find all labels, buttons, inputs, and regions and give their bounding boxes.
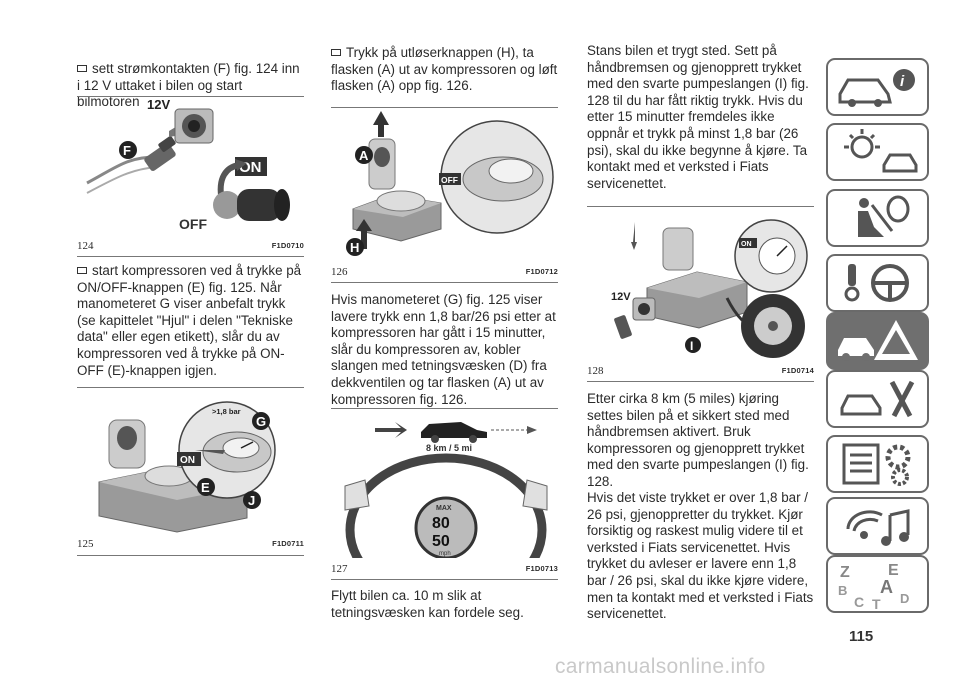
figure-number: 124 [77,240,94,252]
tab-car-info[interactable]: i [826,58,929,116]
instruction-step: Trykk på utløserknappen (H), ta flasken … [331,45,558,95]
tyre-inflation-illustration: ON 12V I [611,219,808,358]
figure-code: F1D0714 [781,366,814,375]
safety-airbag-icon [858,195,910,237]
index-letter: T [872,596,881,611]
paragraph: Hvis manometeret (G) fig. 125 viser lave… [331,292,556,407]
figure-caption: 128 F1D0714 [587,364,814,378]
emergency-icon [838,320,918,361]
speed-mph: 50 [432,533,450,550]
step-text: sett strømkontakten (F) fig. 124 inn i 1… [77,61,300,110]
tab-maintenance[interactable] [826,370,929,428]
divider [77,256,304,257]
divider [331,408,558,409]
tab-multimedia[interactable] [826,497,929,555]
compressor-gauge-illustration: >1,8 bar ON G E J [98,401,276,533]
figure-126: A OFF H [331,109,558,261]
starting-driving-icon [844,264,909,302]
instruction-step: sett strømkontakten (F) fig. 124 inn i 1… [77,61,304,111]
figure-caption: 125 F1D0711 [77,537,304,551]
divider [331,282,558,283]
index-letter: A [880,577,893,597]
car-info-icon: i [838,69,915,107]
index-icon: Z E B A C T D [838,562,909,612]
dashboard-lights-icon [844,129,918,173]
divider [587,206,814,207]
step-text: Trykk på utløserknappen (H), ta flasken … [331,45,558,94]
tab-index[interactable]: Z E B A C T D [826,555,929,613]
marker-e: E [201,480,210,495]
figure-128: ON 12V I [587,208,814,362]
tab-safety[interactable] [826,189,929,247]
speed-kmh: 80 [432,515,450,532]
off-label: OFF [441,175,458,185]
svg-text:i: i [900,73,905,90]
off-label: OFF [179,216,207,232]
figure-code: F1D0710 [271,241,304,250]
marker-g: G [256,414,266,429]
marker-j: J [248,493,255,508]
max-label: MAX [436,505,452,512]
figure-code: F1D0711 [272,539,304,548]
maintenance-icon [840,380,915,418]
figure-caption: 127 F1D0713 [331,562,558,576]
voltage-label: 12V [611,291,631,303]
marker-a: A [359,148,369,163]
paragraph: Hvis det viste trykket er over 1,8 bar /… [587,490,814,622]
figure-127: 8 km / 5 mi MAX 80 50 mph [331,410,558,607]
checkbox-bullet-icon [331,49,341,56]
divider [77,555,304,556]
index-letter: C [854,594,864,610]
voltage-label: 12V [147,97,170,112]
instruction-step: start kompressoren ved å trykke på ON/OF… [77,263,304,379]
figure-number: 127 [331,563,348,575]
page-number: 115 [849,628,874,645]
paragraph: Stans bilen et trygt sted. Sett på håndb… [587,43,809,191]
marker-h: H [350,240,359,255]
multimedia-icon [846,509,910,546]
socket-plug-illustration: 12V F ON OFF [86,97,290,232]
divider [331,107,558,108]
technical-data-icon [842,443,911,486]
driving-speed-illustration: 8 km / 5 mi MAX 80 50 mph [344,422,548,607]
divider [77,96,304,97]
tab-technical-data[interactable] [826,435,929,493]
pressure-label: >1,8 bar [212,407,241,416]
tab-dashboard-lights[interactable] [826,123,929,181]
on-label: ON [741,241,752,248]
figure-caption: 124 F1D0710 [77,239,304,253]
step-text: start kompressoren ved å trykke på ON/OF… [77,263,302,378]
figure-124: 12V F ON OFF [77,97,304,239]
figure-number: 128 [587,365,604,377]
index-letter: D [900,591,909,606]
figure-number: 125 [77,538,94,550]
bottle-removal-illustration: A OFF H [346,111,554,256]
index-letter: E [888,562,899,579]
tab-starting-driving[interactable] [826,254,929,312]
paragraph: Flytt bilen ca. 10 m slik at tetningsvæs… [331,588,524,620]
checkbox-bullet-icon [77,267,87,274]
index-letter: Z [840,564,850,581]
watermark: carmanualsonline.info [555,655,766,678]
divider [587,381,814,382]
checkbox-bullet-icon [77,65,87,72]
figure-code: F1D0713 [525,564,558,573]
index-letter: B [838,583,847,598]
marker-f: F [123,143,131,158]
on-label: ON [180,455,195,466]
paragraph: Etter cirka 8 km (5 miles) kjøring sette… [587,391,809,489]
speed-unit: mph [439,551,451,557]
tab-emergency[interactable] [826,312,929,370]
figure-code: F1D0712 [525,267,558,276]
divider [331,579,558,580]
figure-caption: 126 F1D0712 [331,265,558,279]
figure-125: >1,8 bar ON G E J [77,390,304,534]
divider [77,387,304,388]
marker-i: I [690,339,693,353]
distance-label: 8 km / 5 mi [426,443,472,453]
figure-number: 126 [331,266,348,278]
